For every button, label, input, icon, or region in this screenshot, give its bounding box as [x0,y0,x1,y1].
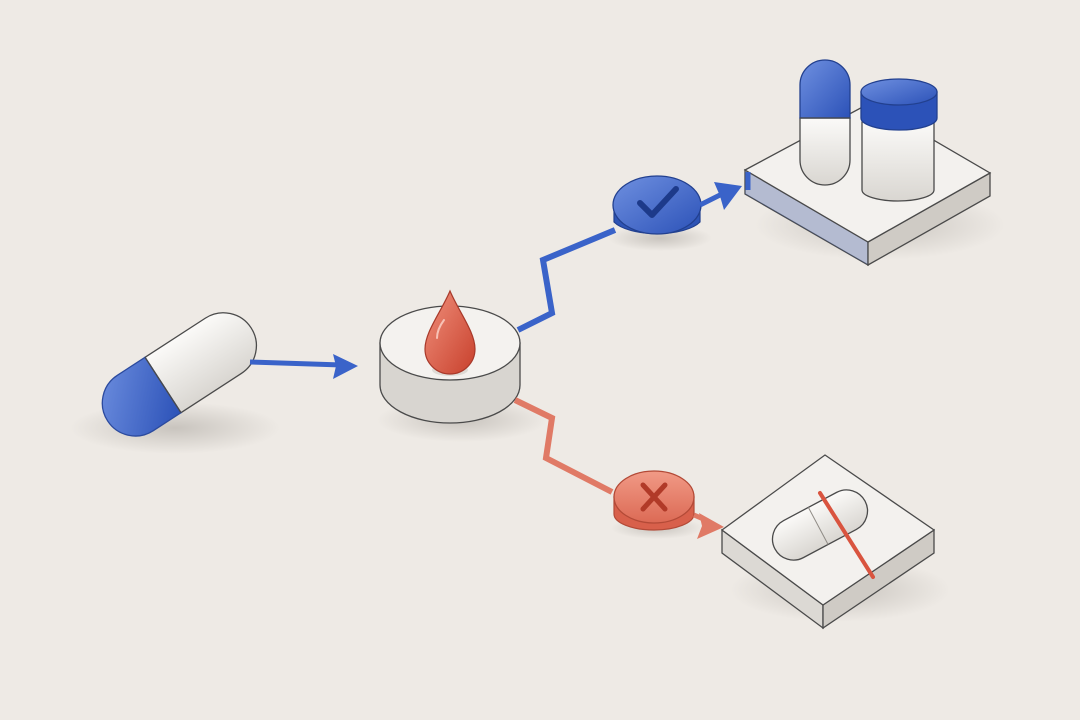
standing-capsule-icon [799,59,851,186]
approved-check-node [608,175,712,251]
arrow-test-to-rejected [513,397,614,495]
rejected-product [720,454,950,630]
cross-icon [640,482,668,512]
arrow-test-to-approved [516,227,617,333]
checkmark-icon [637,186,679,218]
blood-test-puck [377,289,547,442]
rejected-cross-node [611,470,703,539]
blood-drop-icon [424,289,476,375]
arrow-approved-to-products [698,182,742,210]
crossed-out-capsule-icon [771,489,875,579]
medicine-bottle-icon [860,78,938,202]
arrow-rejected-to-product [693,512,724,539]
arrow-capsule-to-test [249,354,358,379]
input-capsule [70,312,280,454]
approved-products [743,59,1005,267]
